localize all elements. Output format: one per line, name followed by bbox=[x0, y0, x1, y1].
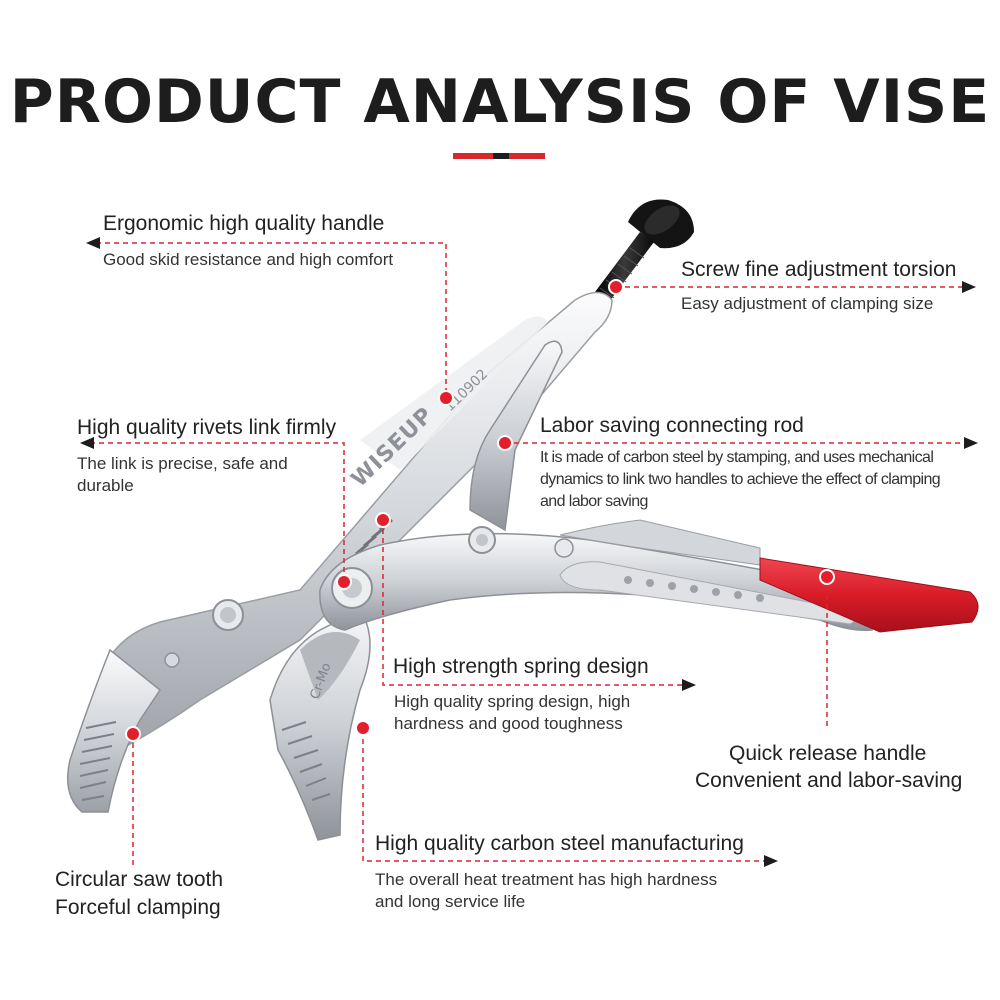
rivets-dot bbox=[336, 574, 352, 590]
rivets-arrow bbox=[80, 437, 94, 449]
lower-jaw-teeth bbox=[281, 721, 331, 801]
callout-rivets-desc-line-1: The link is precise, safe and bbox=[77, 454, 288, 473]
callout-carbon-desc-line-2: and long service life bbox=[375, 892, 526, 911]
upper-jaw-teeth bbox=[79, 721, 117, 801]
callout-handle-title: Ergonomic high quality handle bbox=[103, 212, 385, 235]
upper-handle bbox=[94, 291, 613, 762]
screw-shaft bbox=[595, 232, 654, 302]
callout-rod-title: Labor saving connecting rod bbox=[540, 414, 804, 437]
adjustment-screw bbox=[595, 199, 694, 302]
spring-leader bbox=[382, 520, 688, 686]
carbon-dot bbox=[355, 720, 371, 736]
saw-dot bbox=[125, 726, 141, 742]
callout-spring-desc-line-1: High quality spring design, high bbox=[394, 692, 631, 711]
handle-arrow bbox=[86, 237, 100, 249]
callout-quick-title: Quick release handle bbox=[729, 742, 927, 765]
callout-rod-desc-line-1: It is made of carbon steel by stamping, … bbox=[540, 449, 934, 466]
callout-quick-desc: Convenient and labor-saving bbox=[695, 769, 963, 792]
callout-arrowheads bbox=[80, 237, 978, 867]
callout-saw-title: Circular saw tooth bbox=[55, 868, 224, 891]
callout-rod-desc-line-2: dynamics to link two handles to achieve … bbox=[540, 471, 941, 488]
underline-center-black bbox=[493, 153, 509, 159]
callout-dots bbox=[125, 279, 835, 742]
handle-holes bbox=[624, 576, 764, 602]
handle-dot bbox=[438, 390, 454, 406]
callout-screw-desc: Easy adjustment of clamping size bbox=[681, 294, 934, 313]
screw-arrow bbox=[962, 281, 976, 293]
underline-left-red bbox=[453, 153, 493, 159]
underline-right-red bbox=[509, 153, 545, 159]
lower-jaw bbox=[269, 609, 371, 841]
connecting-rod bbox=[469, 340, 563, 532]
callout-spring-desc-line-2: hardness and good toughness bbox=[394, 714, 623, 733]
callout-rivets-title: High quality rivets link firmly bbox=[77, 416, 337, 439]
callout-screw-title: Screw fine adjustment torsion bbox=[681, 258, 957, 281]
rod-arrow bbox=[964, 437, 978, 449]
callout-rivets-desc-line-2: durable bbox=[77, 476, 134, 495]
callout-carbon-title: High quality carbon steel manufacturing bbox=[375, 832, 744, 855]
callout-carbon-desc-line-1: The overall heat treatment has high hard… bbox=[375, 870, 718, 889]
spring-arrow bbox=[682, 679, 696, 691]
rivets-leader bbox=[90, 442, 345, 582]
screw-dot bbox=[608, 279, 624, 295]
rod-dot bbox=[497, 435, 513, 451]
callout-handle-desc: Good skid resistance and high comfort bbox=[103, 250, 394, 269]
callout-spring-title: High strength spring design bbox=[393, 655, 649, 678]
carbon-arrow bbox=[764, 855, 778, 867]
callout-lines bbox=[90, 242, 970, 868]
title-underline bbox=[453, 153, 545, 159]
carbon-leader bbox=[362, 730, 770, 862]
upper-jaw bbox=[67, 648, 162, 813]
quick-dot bbox=[819, 569, 835, 585]
page-title: PRODUCT ANALYSIS OF VISE bbox=[9, 67, 991, 137]
spring-dot bbox=[375, 512, 391, 528]
callout-rod-desc-line-3: and labor saving bbox=[540, 493, 648, 510]
quick-release-lever bbox=[559, 519, 761, 566]
red-grip bbox=[759, 557, 979, 633]
callout-saw-desc: Forceful clamping bbox=[55, 896, 221, 919]
